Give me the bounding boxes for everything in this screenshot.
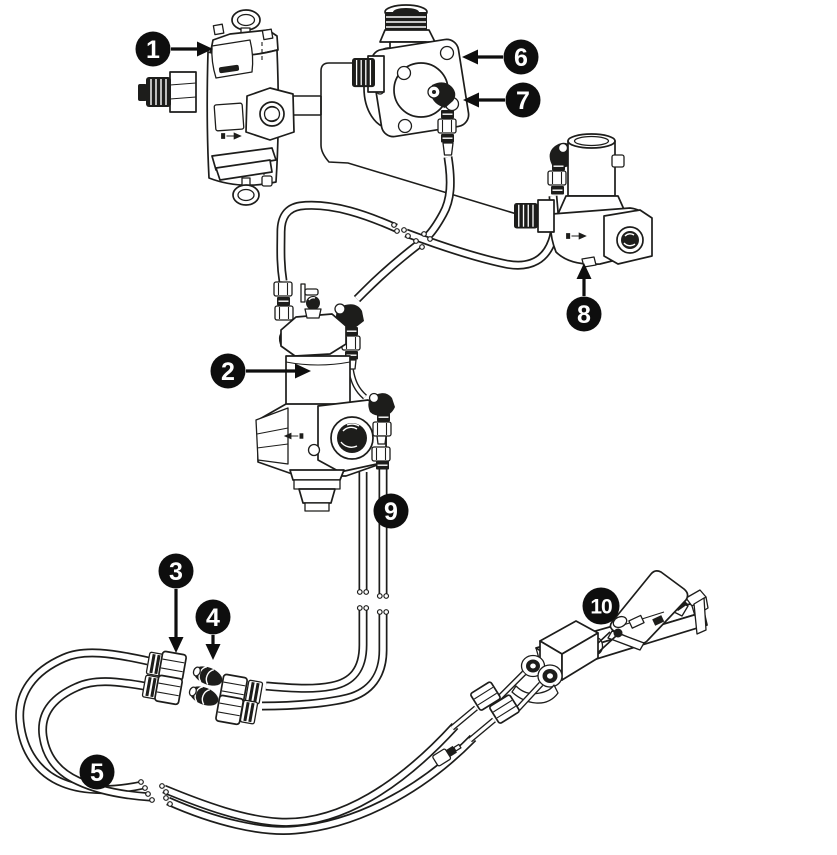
hose-ferrule [239,699,259,725]
callout-10: 10 [582,587,620,625]
callout-6: 6 [462,39,539,75]
pressure-regulator [351,4,470,156]
inlet-hex [169,71,197,113]
callout-8-number: 8 [577,301,591,329]
pipe-line-valve1-to-valve8 [320,96,521,216]
valve8-bottom-bolt [581,256,597,268]
hose-nut [153,674,184,706]
flange-bolt [439,45,455,61]
callout-8: 8 [566,263,602,332]
callout-1-number: 1 [146,36,160,64]
hinge-pin [613,628,623,638]
valve8-inlet-nipple [513,202,539,230]
callout-9-number: 9 [384,498,398,526]
callout-1: 1 [135,31,213,67]
callout-7-number: 7 [516,87,530,115]
solenoid-cylinder [567,140,616,197]
pipe-line-valve1-to-regulator [320,62,354,115]
callout-5: 5 [79,754,115,790]
callouts: 1 2 3 4 5 6 7 8 9 [79,31,620,790]
callout-6-number: 6 [514,44,528,72]
callout-2-number: 2 [221,358,235,386]
inlet-nipple [145,76,172,108]
bleed-screw [300,283,322,319]
callout-5-number: 5 [90,759,104,787]
mixing-valve [255,281,387,512]
callout-7: 7 [463,82,541,118]
tube-elbow9 [351,370,365,397]
shutoff-valve [138,9,295,206]
flange-bolt [397,118,413,134]
regulator-inlet-nipple [351,57,376,88]
callout-8-badge [566,296,602,332]
mixing-valve-bottom [289,469,345,512]
callout-4-number: 4 [206,604,220,632]
hose-coupling-group [141,650,264,726]
callout-7-badge [505,82,541,118]
hose-mixing-valve-to-valve8 [281,196,555,281]
callout-3-number: 3 [169,558,183,586]
inline-coupler [186,681,222,711]
foot-pedal-valve [432,570,709,767]
mixing-valve-left-port [255,407,289,465]
brand-mark [218,64,240,74]
pipe-schematic-lines [293,62,521,216]
regulator-outlet-chain [437,109,457,156]
hose-to-foot-pedal [164,705,496,830]
hose-nut [214,694,245,726]
mixing-valve-top-left-chain [273,281,294,321]
callout-5-badge [79,754,115,790]
hose-runs [20,157,555,830]
elbow-fitting-9-chain [368,392,395,471]
callout-2-badge [210,353,246,389]
pedal-lever [609,570,689,644]
callout-2: 2 [210,353,311,389]
callout-6-badge [503,39,539,75]
callout-1-badge [135,31,171,67]
callout-10-number: 10 [590,596,612,619]
label-window [211,39,254,79]
callout-3: 3 [158,553,194,653]
callout-9: 9 [373,493,409,529]
inline-coupler [190,661,226,691]
callout-9-badge [373,493,409,529]
pipe-line-valve1-ports [293,95,321,116]
callout-4-badge [195,599,231,635]
pedal-inlet-ports [520,654,563,688]
spare-fitting [432,743,462,767]
callout-10-badge [582,587,620,625]
callout-3-badge [158,553,194,589]
control-valve [513,133,653,268]
callout-4: 4 [195,599,231,660]
hose-break-marks [138,222,433,807]
flange-bolt [396,65,412,81]
